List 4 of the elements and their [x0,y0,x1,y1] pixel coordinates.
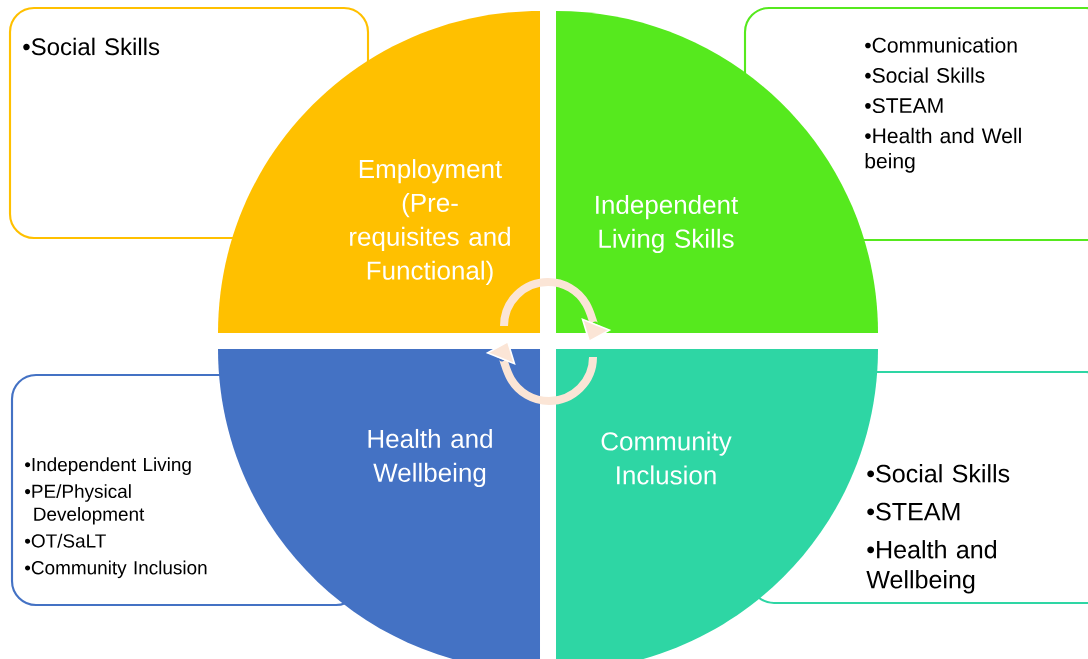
cycle-arrow [485,340,597,405]
quadrant: Employment (Pre-requisites and Functional) [218,11,540,333]
cycle-arrow [500,278,612,343]
quadrant: Health and Wellbeing [218,349,540,659]
